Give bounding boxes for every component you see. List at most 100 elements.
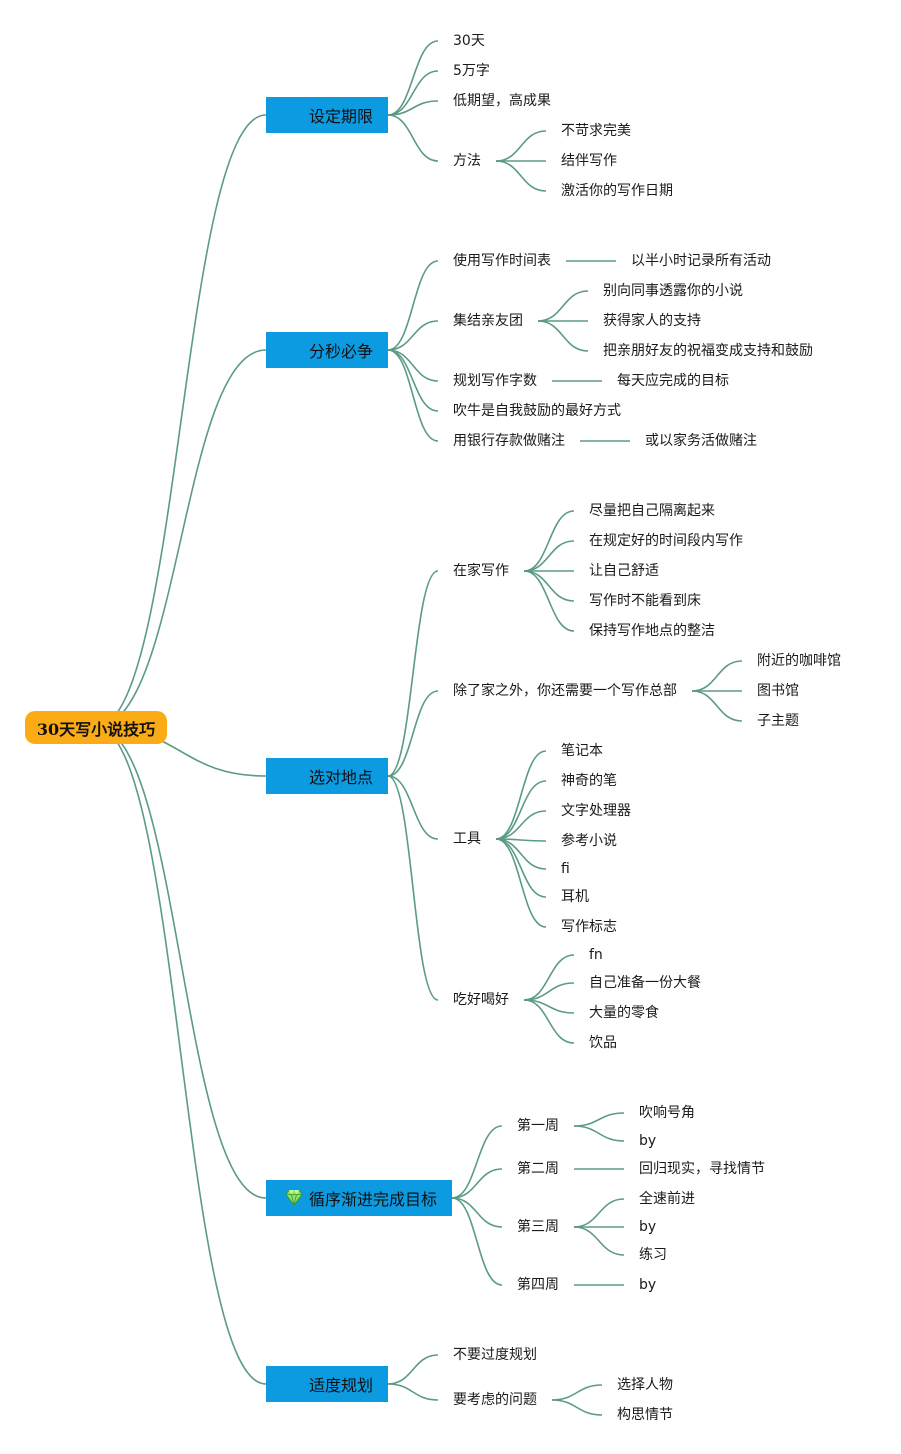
subtopic[interactable]: 30天 <box>453 33 485 49</box>
connector <box>523 540 575 572</box>
topic-set-deadline[interactable]: 设定期限 <box>266 97 388 133</box>
detail-topic[interactable]: by <box>639 1277 657 1293</box>
root-connector <box>95 726 267 1199</box>
detail-topic[interactable]: 保持写作地点的整洁 <box>589 623 715 639</box>
connector <box>573 1226 625 1256</box>
subtopic[interactable]: 使用写作时间表 <box>453 253 551 269</box>
connector <box>387 690 439 777</box>
subtopic[interactable]: 吹牛是自我鼓励的最好方式 <box>453 403 621 419</box>
detail-topic[interactable]: 回归现实，寻找情节 <box>639 1161 765 1177</box>
connector <box>451 1197 503 1286</box>
subtopic[interactable]: 集结亲友团 <box>453 313 523 329</box>
connector <box>523 999 575 1044</box>
detail-topic[interactable]: 把亲朋好友的祝福变成支持和鼓励 <box>603 343 813 359</box>
connector <box>387 349 439 382</box>
detail-topic[interactable]: 吹响号角 <box>639 1105 695 1121</box>
subtopic[interactable]: 低期望，高成果 <box>453 93 551 109</box>
topic-label: 分秒必争 <box>309 342 374 361</box>
subtopic[interactable]: 不要过度规划 <box>453 1347 537 1363</box>
subtopic[interactable]: 第三周 <box>517 1219 559 1235</box>
detail-topic[interactable]: fn <box>589 947 603 963</box>
detail-topic[interactable]: 全速前进 <box>639 1191 695 1207</box>
topic-step-by-step[interactable]: 循序渐进完成目标 <box>266 1180 452 1216</box>
detail-topic[interactable]: 写作标志 <box>561 919 617 935</box>
subtopic[interactable]: 在家写作 <box>453 563 509 579</box>
detail-topic[interactable]: 耳机 <box>561 889 589 905</box>
subtopic[interactable]: 规划写作字数 <box>453 373 537 389</box>
topic-choose-location[interactable]: 选对地点 <box>266 758 388 794</box>
subtopic[interactable]: 除了家之外，你还需要一个写作总部 <box>453 683 677 699</box>
detail-topic[interactable]: 结伴写作 <box>561 153 617 169</box>
connector <box>387 70 439 116</box>
connector <box>451 1197 503 1228</box>
connector <box>537 290 589 322</box>
root-topic[interactable]: 30天写小说技巧 <box>25 711 167 744</box>
detail-topic[interactable]: 自己准备一份大餐 <box>589 975 701 991</box>
connector <box>551 1399 603 1416</box>
connector <box>387 320 439 351</box>
connector <box>495 750 547 840</box>
connector <box>573 1112 625 1127</box>
connector <box>387 114 439 162</box>
detail-topic[interactable]: 激活你的写作日期 <box>561 183 673 199</box>
detail-topic[interactable]: 让自己舒适 <box>589 563 659 579</box>
connector <box>495 838 547 870</box>
connector <box>387 260 439 351</box>
root-connector <box>95 349 267 728</box>
subtopic[interactable]: 用银行存款做赌注 <box>453 433 565 449</box>
topic-label: 设定期限 <box>309 107 374 126</box>
detail-topic[interactable]: 尽量把自己隔离起来 <box>589 503 715 519</box>
subtopic[interactable]: 要考虑的问题 <box>453 1392 537 1408</box>
subtopic[interactable]: 第一周 <box>517 1118 559 1134</box>
detail-topic[interactable]: 获得家人的支持 <box>603 313 701 329</box>
connector <box>387 40 439 116</box>
detail-topic[interactable]: fi <box>561 861 570 877</box>
detail-topic[interactable]: by <box>639 1133 657 1149</box>
detail-topic[interactable]: 或以家务活做赌注 <box>645 433 757 449</box>
subtopic[interactable]: 第二周 <box>517 1161 559 1177</box>
detail-topic[interactable]: 参考小说 <box>561 833 617 849</box>
connector <box>451 1168 503 1199</box>
detail-topic[interactable]: 文字处理器 <box>561 803 631 819</box>
connector <box>495 130 547 162</box>
detail-topic[interactable]: by <box>639 1219 657 1235</box>
connector <box>387 570 439 777</box>
connector <box>691 660 743 692</box>
connector <box>495 838 547 928</box>
detail-topic[interactable]: 练习 <box>639 1247 667 1263</box>
detail-topic[interactable]: 图书馆 <box>757 683 799 699</box>
subtopic[interactable]: 吃好喝好 <box>453 992 509 1008</box>
topic-every-second[interactable]: 分秒必争 <box>266 332 388 368</box>
detail-topic[interactable]: 别向同事透露你的小说 <box>603 283 743 299</box>
subtopic[interactable]: 方法 <box>453 153 481 169</box>
detail-topic[interactable]: 笔记本 <box>561 743 603 759</box>
detail-topic[interactable]: 构思情节 <box>617 1407 673 1423</box>
connector <box>387 349 439 442</box>
detail-topic[interactable]: 在规定好的时间段内写作 <box>589 533 743 549</box>
topic-label: 选对地点 <box>309 768 374 787</box>
connector <box>523 570 575 632</box>
detail-topic[interactable]: 以半小时记录所有活动 <box>631 253 771 269</box>
detail-topic[interactable]: 选择人物 <box>617 1377 673 1393</box>
detail-topic[interactable]: 附近的咖啡馆 <box>757 653 841 669</box>
connector <box>573 1125 625 1142</box>
detail-topic[interactable]: 不苛求完美 <box>561 123 631 139</box>
root-connector <box>95 726 267 1385</box>
detail-topic[interactable]: 每天应完成的目标 <box>617 373 729 389</box>
connector <box>523 570 575 602</box>
gem-icon <box>285 1189 303 1206</box>
subtopic[interactable]: 工具 <box>453 831 481 847</box>
topic-moderate-planning[interactable]: 适度规划 <box>266 1366 388 1402</box>
detail-topic[interactable]: 大量的零食 <box>589 1005 659 1021</box>
detail-topic[interactable]: 写作时不能看到床 <box>589 593 701 609</box>
connector <box>551 1384 603 1401</box>
detail-topic[interactable]: 饮品 <box>589 1035 617 1051</box>
detail-topic[interactable]: 神奇的笔 <box>561 773 617 789</box>
topic-label: 适度规划 <box>309 1376 374 1395</box>
connector <box>523 982 575 1001</box>
detail-topic[interactable]: 子主题 <box>757 713 799 729</box>
connector <box>691 690 743 722</box>
subtopic[interactable]: 第四周 <box>517 1277 559 1293</box>
subtopic[interactable]: 5万字 <box>453 63 490 79</box>
